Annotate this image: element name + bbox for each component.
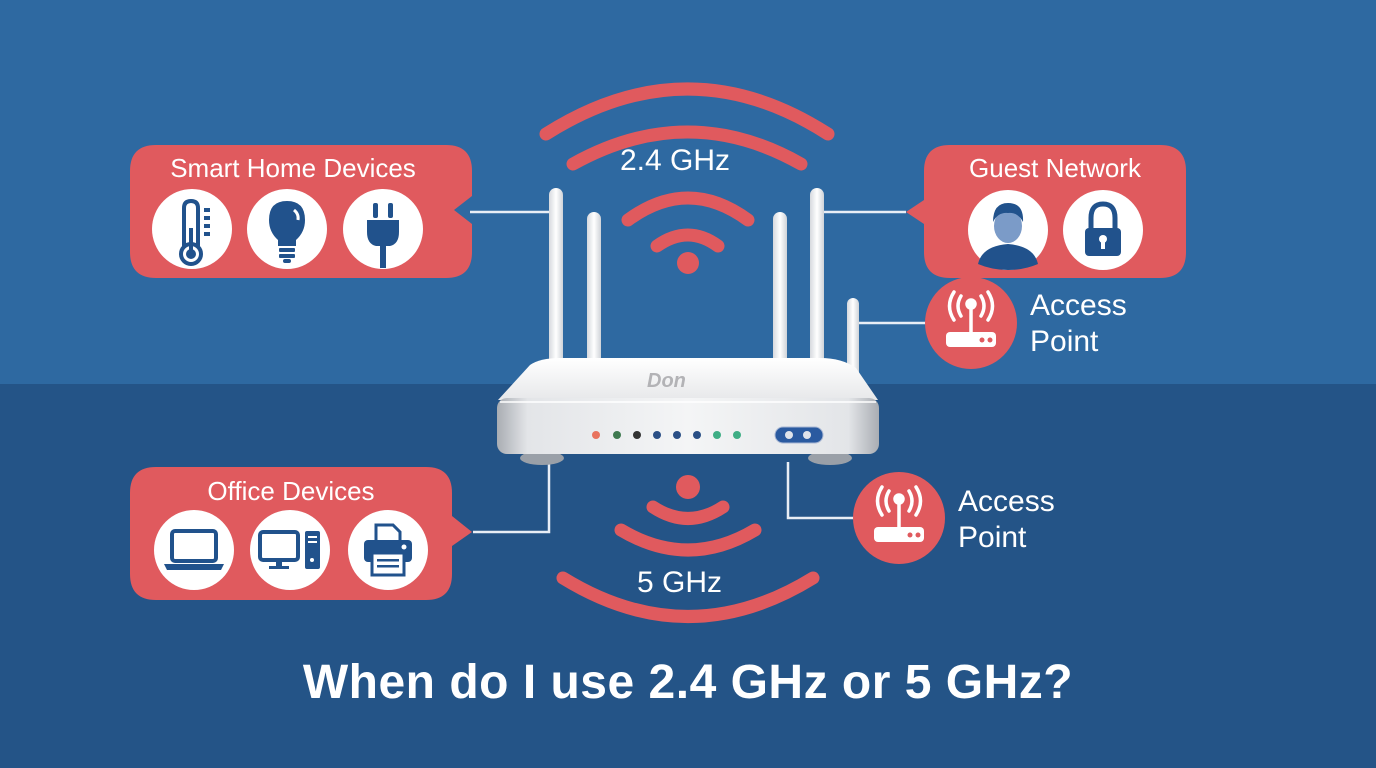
desktop-computer-icon xyxy=(258,530,320,569)
smart-home-title: Smart Home Devices xyxy=(170,153,416,183)
router-antennas xyxy=(549,188,859,388)
wifi-24-icon xyxy=(539,82,835,274)
access-point-bottom-line1: Access xyxy=(958,485,1055,518)
thermometer-icon xyxy=(179,198,210,266)
office-devices-panel xyxy=(130,467,472,600)
laptop-icon-bg xyxy=(154,510,234,590)
access-point-icon xyxy=(946,290,996,347)
connector-office xyxy=(473,462,551,534)
access-point-top-line1: Access xyxy=(1030,289,1127,322)
access-point-top-line2: Point xyxy=(1030,325,1099,358)
router-brand: Don xyxy=(647,370,686,392)
access-point-bottom xyxy=(853,472,945,564)
connector-ap-bottom xyxy=(786,462,858,520)
access-point-icon xyxy=(874,485,924,542)
smart-home-panel xyxy=(130,145,472,278)
access-point-top xyxy=(925,277,1017,369)
access-point-bottom-line2: Point xyxy=(958,521,1027,554)
power-toggle-icon xyxy=(774,426,824,444)
guest-network-title: Guest Network xyxy=(969,153,1141,183)
router xyxy=(497,358,879,465)
band-24-label: 2.4 GHz xyxy=(620,144,731,177)
access-point-bottom-label: Access Point xyxy=(958,484,1055,556)
laptop-icon xyxy=(164,529,224,570)
light-bulb-icon xyxy=(269,201,305,263)
plug-icon xyxy=(367,203,399,268)
office-devices-title: Office Devices xyxy=(207,476,375,506)
router-leds xyxy=(592,431,741,439)
user-icon xyxy=(978,203,1038,270)
band-5-label: 5 GHz xyxy=(637,566,723,599)
headline: When do I use 2.4 GHz or 5 GHz? xyxy=(302,656,1074,709)
lock-icon xyxy=(1085,201,1121,256)
printer-icon xyxy=(364,523,412,577)
connector-lines xyxy=(470,210,938,534)
access-point-top-label: Access Point xyxy=(1030,288,1127,360)
guest-network-panel xyxy=(906,145,1186,278)
wifi-5-icon xyxy=(556,475,820,623)
